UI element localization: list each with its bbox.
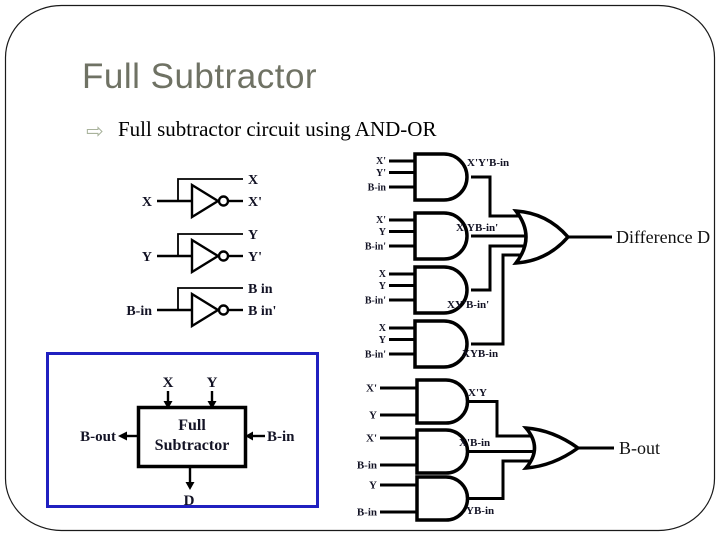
label-g4-in2: Y [379,335,387,346]
slide-title: Full Subtractor [82,57,318,96]
label-g5-term: X'Y [468,387,487,399]
inverter-bin: B-in B in B in' [126,282,276,329]
inverter-bubble-icon [217,195,230,207]
label-block-d: D [184,493,195,509]
wire [380,483,417,514]
wire [471,244,528,292]
label-block-bout: B-out [80,429,116,445]
label-inv-x-input: X [142,195,152,210]
label-inv-x-pass: X [248,173,258,188]
and-gate-5: X' Y X'Y [366,378,540,438]
label-g2-term: X'YB-in' [456,222,498,234]
label-g4-in1: X [379,323,387,334]
or-gate-borrow: B-out [521,425,660,471]
label-g7-term: YB-in [466,505,494,517]
label-borrow-output: B-out [619,438,660,458]
full-subtractor-box [136,405,248,469]
wire [389,272,415,302]
and-gate-1: X' Y' B-in X'Y'B-in [368,152,528,218]
arrow-down-icon [207,401,217,409]
label-g1-in3: B-in [368,183,387,194]
label-g4-in3: B-in' [365,350,386,361]
and-gate-2: X' Y B-in' X'YB-in' [365,211,528,261]
label-block-name-2: Subtractor [155,437,230,454]
label-inv-y-out: Y' [248,250,262,265]
wire [177,178,243,201]
and-gate-icon [413,152,469,202]
label-g3-term: XY'B-in' [447,299,489,311]
blue-frame [46,352,319,508]
label-difference-output: Difference D [616,227,710,247]
and-gate-icon [415,475,470,522]
and-gate-4: X Y B-in' XYB-in [365,253,528,369]
label-g2-in1: X' [376,215,386,226]
wire [471,253,528,346]
slide-border [4,4,716,532]
wire [389,218,415,248]
label-g3-in2: Y [379,281,387,292]
label-block-name-1: Full [178,417,206,434]
label-inv-x-out: X' [248,195,262,210]
and-gate-icon [413,265,469,315]
or-gate-icon [521,425,581,471]
wire [177,287,243,310]
arrow-down-icon [163,401,173,409]
label-block-bin: B-in [267,429,295,445]
inverter-bubble-icon [217,250,230,262]
label-g1-in2: Y' [376,168,386,179]
label-inv-bin-out: B in' [248,304,276,319]
label-g3-in3: B-in' [365,296,386,307]
and-gate-icon [415,428,470,475]
wire [468,459,540,500]
inverter-x: X X X' [142,173,262,220]
label-g4-term: XYB-in [462,348,498,360]
label-g1-term: X'Y'B-in [467,157,509,169]
and-gate-icon [413,211,469,261]
label-g1-in1: X' [376,156,386,167]
label-block-y: Y [207,375,218,391]
and-gate-icon [415,378,470,425]
arrow-left-icon [245,431,253,441]
bullet-text: Full subtractor circuit using AND-OR [118,117,437,141]
wire [380,386,417,417]
and-gate-7: Y B-in YB-in [357,459,540,522]
inverter-bubble-icon [217,304,230,316]
or-gate-difference: Difference D [512,209,710,265]
label-g2-in2: Y [379,227,387,238]
label-g7-in1: Y [369,480,377,492]
or-gate-icon [512,209,571,265]
wire [468,400,540,438]
label-g6-term: X'B-in [459,437,490,449]
wire [471,175,528,218]
inverter-y: Y Y Y' [142,228,262,275]
label-inv-y-input: Y [142,250,152,265]
label-g5-in2: Y [369,410,377,422]
arrow-bullet-icon: ⇨ [86,119,104,143]
label-inv-y-pass: Y [248,228,258,243]
wire [177,233,243,256]
wire [389,326,415,356]
and-gate-3: X Y B-in' XY'B-in' [365,244,528,315]
label-g7-in2: B-in [357,507,377,519]
full-subtractor-block-diagram: Full Subtractor X Y B-out B-in D [46,352,319,509]
label-g3-in1: X [379,269,387,280]
wire [389,159,415,189]
not-gate-icon [190,182,221,220]
not-gate-icon [190,291,221,329]
label-g6-in2: B-in [357,460,377,472]
arrow-left-icon [118,431,127,441]
wire [380,436,417,467]
and-gate-6: X' B-in X'B-in [357,428,540,475]
label-inv-bin-input: B-in [126,304,152,319]
label-g5-in1: X' [366,383,377,395]
label-inv-bin-pass: B in [248,282,273,297]
and-gate-icon [413,319,469,369]
label-g2-in3: B-in' [365,242,386,253]
label-g6-in1: X' [366,433,377,445]
not-gate-icon [190,237,221,275]
arrow-down-icon [185,482,195,490]
label-block-x: X [163,375,174,391]
